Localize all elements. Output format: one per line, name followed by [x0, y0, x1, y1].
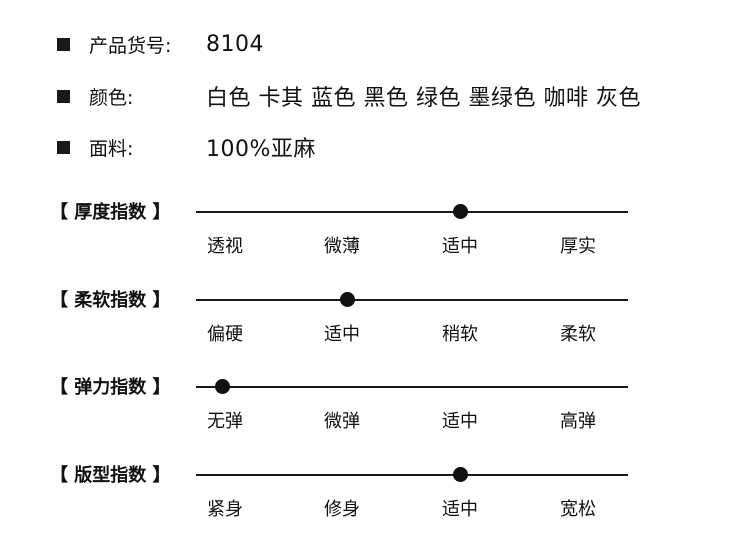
scale-marker-dot: [214, 379, 230, 394]
info-row-item-number: 产品货号: 8104: [57, 28, 264, 60]
fabric-label: 面料:: [89, 137, 134, 160]
info-row-fabric: 面料: 100%亚麻: [57, 131, 315, 163]
square-bullet-icon: [57, 37, 70, 51]
scale-title: 【 版型指数 】: [50, 465, 171, 486]
item-number-value: 8104: [206, 31, 264, 57]
square-bullet-icon: [57, 89, 70, 103]
scale-option: 透视: [207, 236, 243, 257]
info-row-colors: 颜色: 白色 卡其 蓝色 黑色 绿色 墨绿色 咖啡 灰色: [57, 80, 640, 112]
scale-option: 微弹: [324, 411, 360, 432]
square-bullet-icon: [57, 140, 70, 154]
scale-title: 【 厚度指数 】: [50, 202, 171, 223]
item-number-label: 产品货号:: [89, 34, 172, 57]
scale-line: [196, 211, 628, 213]
scale-option: 高弹: [560, 411, 596, 432]
colors-value: 白色 卡其 蓝色 黑色 绿色 墨绿色 咖啡 灰色: [206, 86, 641, 111]
scale-option: 紧身: [207, 499, 243, 520]
fit-scale: 【 版型指数 】 紧身 修身 适中 宽松: [0, 465, 750, 535]
scale-option: 稍软: [442, 324, 478, 345]
scale-title: 【 柔软指数 】: [50, 290, 171, 311]
scale-option: 修身: [324, 499, 360, 520]
scale-option: 微薄: [324, 236, 360, 257]
scale-line: [196, 474, 628, 476]
scale-option: 无弹: [207, 411, 243, 432]
scale-line: [196, 386, 628, 388]
scale-marker-dot: [452, 467, 468, 482]
scale-option: 柔软: [560, 324, 596, 345]
scale-marker-dot: [452, 204, 468, 219]
scale-option: 适中: [442, 411, 478, 432]
scale-option: 厚实: [560, 236, 596, 257]
colors-label: 颜色:: [89, 86, 134, 109]
scale-option: 适中: [442, 499, 478, 520]
elasticity-scale: 【 弹力指数 】 无弹 微弹 适中 高弹: [0, 377, 750, 447]
scale-option: 适中: [324, 324, 360, 345]
scale-option: 偏硬: [207, 324, 243, 345]
scale-option: 宽松: [560, 499, 596, 520]
softness-scale: 【 柔软指数 】 偏硬 适中 稍软 柔软: [0, 290, 750, 360]
fabric-value: 100%亚麻: [206, 137, 316, 162]
scale-title: 【 弹力指数 】: [50, 377, 171, 398]
thickness-scale: 【 厚度指数 】 透视 微薄 适中 厚实: [0, 202, 750, 272]
scale-option: 适中: [442, 236, 478, 257]
scale-line: [196, 299, 628, 301]
scale-marker-dot: [340, 292, 356, 307]
